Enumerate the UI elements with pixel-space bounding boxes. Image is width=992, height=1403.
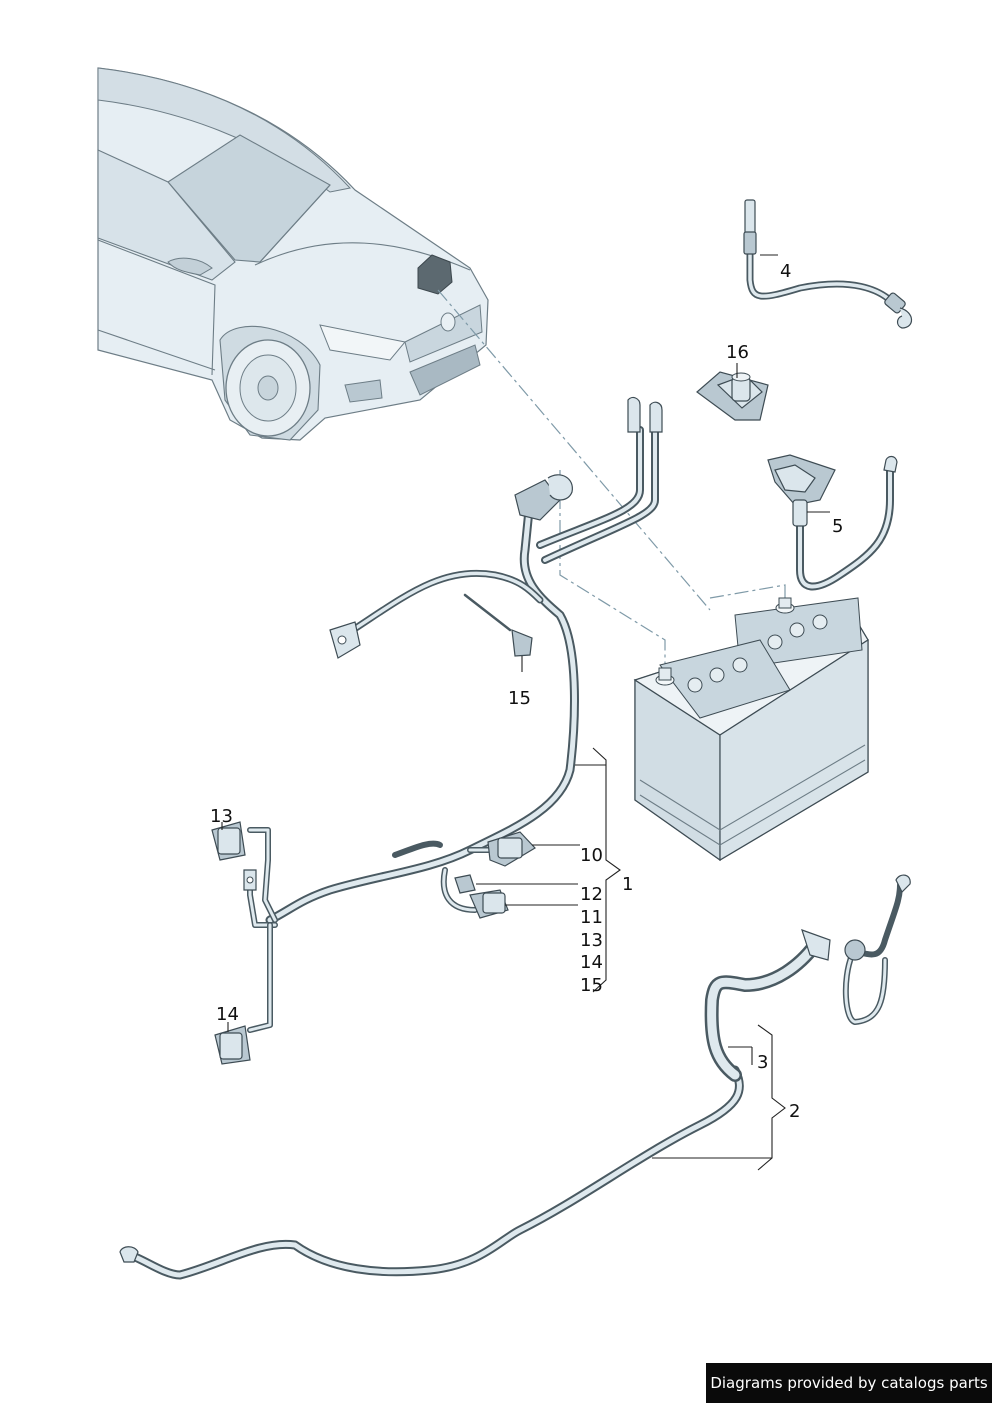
callout-labels: 4 16 5 15 13 14 1 10 12 11 13 14 15 3 2 [210,254,843,1171]
callout-11: 11 [580,907,603,928]
callout-13: 13 [580,930,603,951]
car-illustration [97,67,489,441]
callout-14: 14 [580,952,603,973]
callout-12: 12 [580,884,603,905]
ground-strap [743,199,913,329]
callout-10: 10 [580,845,603,866]
main-harness [211,396,663,1065]
callout-15-tie: 15 [508,688,531,709]
positive-battery-cable [767,454,898,591]
locator-lines [437,289,786,670]
callout-1: 1 [622,874,633,895]
callout-14-connector: 14 [216,1004,239,1025]
battery-location-marker [417,254,453,295]
callout-16: 16 [726,342,749,363]
callout-13-connector: 13 [210,806,233,827]
attribution-banner: Diagrams provided by catalogs parts [706,1363,992,1403]
battery [633,597,869,862]
callout-2: 2 [789,1101,800,1122]
callout-4: 4 [780,261,791,282]
callout-3: 3 [757,1052,768,1073]
terminal-cover-part [696,371,769,421]
callout-15: 15 [580,975,603,996]
callout-5: 5 [832,516,843,537]
ground-cable [119,874,911,1280]
